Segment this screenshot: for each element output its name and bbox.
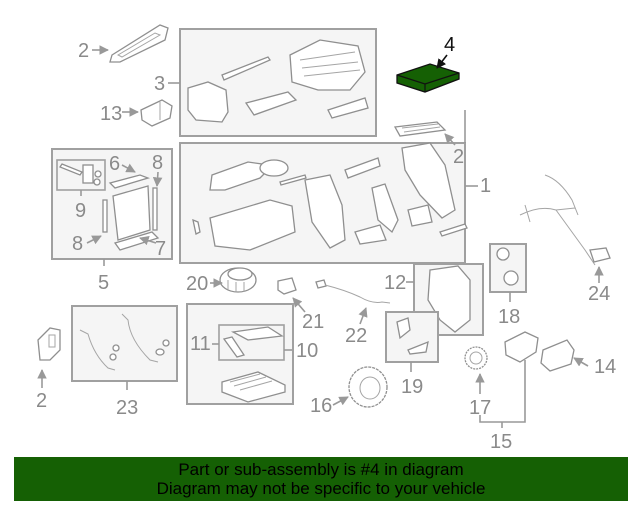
callout-4: 4 [444,34,455,56]
group-19-box [385,311,439,363]
callout-9: 9 [75,200,86,222]
callout-13: 13 [100,103,122,125]
part-2-side-vent[interactable] [37,327,61,361]
callout-8b-arrow [86,235,102,245]
callout-16: 16 [310,395,332,417]
part-21-resistor[interactable] [277,277,297,295]
callout-15: 15 [490,431,512,453]
callout-21: 21 [302,311,324,333]
banner-line-2: Diagram may not be specific to your vehi… [156,479,486,498]
callout-10: 10 [296,340,318,362]
callout-18: 18 [498,306,520,328]
part-16-gear[interactable] [348,366,388,408]
part-2-grille[interactable] [393,121,447,137]
callout-14: 14 [594,356,616,378]
callout-2b-arrow [444,133,456,146]
parts-diagram: 2 13 3 4 1 [36,24,616,453]
part-20-blower-motor[interactable] [219,267,257,293]
group-1-parts[interactable] [192,142,468,251]
callout-24: 24 [588,283,610,305]
callout-6: 6 [109,153,120,175]
part-19-levers[interactable] [396,317,429,355]
callout-17: 17 [469,397,491,419]
callout-19: 19 [401,376,423,398]
callout-22: 22 [345,325,367,347]
banner-line-1: Part or sub-assembly is #4 in diagram [178,460,464,479]
callout-23: 23 [116,397,138,419]
callout-7: 7 [155,238,166,260]
callout-14-arrow [573,357,589,367]
part-10-11-seals[interactable] [222,326,284,358]
info-banner: Part or sub-assembly is #4 in diagram Di… [14,457,628,501]
callout-2-c: 2 [36,390,47,412]
part-4-cabin-air-filter[interactable] [396,63,460,93]
part-17-gear[interactable] [464,346,488,370]
callout-5: 5 [98,272,109,294]
callout-22-arrow [358,307,368,325]
callout-20: 20 [186,273,208,295]
callout-8-a: 8 [152,152,163,174]
callout-3: 3 [154,73,165,95]
callout-4-arrow [436,54,448,69]
callout-21-arrow [292,297,306,313]
callout-16-arrow [332,396,349,406]
callout-6-arrow [121,163,136,173]
group-3-parts[interactable] [187,39,369,123]
callout-12: 12 [384,272,406,294]
part-14-actuator[interactable] [540,339,575,372]
callout-1: 1 [480,175,491,197]
group-23-box [71,305,178,382]
part-13-actuator[interactable] [140,99,173,127]
part-15-actuator[interactable] [504,331,539,363]
group-10-box [218,324,285,361]
callout-7-arrow [139,235,157,246]
part-23-lines[interactable] [79,313,170,371]
part-22-harness[interactable] [315,279,391,304]
callout-2-b: 2 [453,146,464,168]
callout-2: 2 [78,40,89,62]
callout-11: 11 [190,333,211,355]
callout-8a-arrow [152,171,163,187]
part-filter-element[interactable] [221,371,286,403]
part-2-vent-top[interactable] [109,24,169,63]
callout-8-b: 8 [72,233,83,255]
part-18-gears[interactable] [496,247,519,286]
part-24-wiring-harness[interactable] [519,174,611,266]
